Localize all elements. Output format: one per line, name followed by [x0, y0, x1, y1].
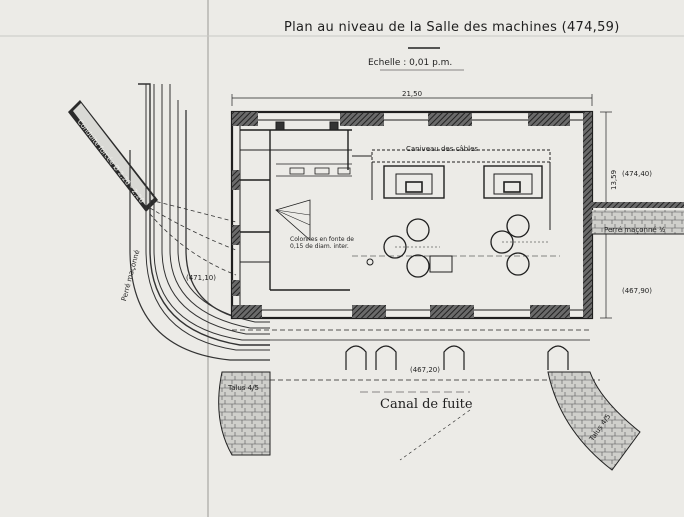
generator-foundation-right	[483, 165, 543, 199]
elev-left: (471,10)	[186, 274, 216, 282]
columns-note: Colonnes en fonte de 0,15 de diam. inter…	[290, 236, 354, 250]
right-retaining-wall	[592, 202, 684, 235]
elev-bottom: (467,20)	[410, 366, 440, 374]
scale-note: Echelle : 0,01 p.m.	[368, 58, 453, 68]
dimension-lines	[231, 94, 612, 381]
cable-duct	[352, 149, 551, 230]
cable-duct-label: Caniveau des câbles	[406, 145, 479, 153]
height-dim: 13,59	[610, 169, 618, 190]
interior-partitions	[240, 121, 352, 291]
elev-right: (467,90)	[622, 287, 652, 295]
total-width-dim: 21,50	[402, 90, 423, 98]
right-wall-label: Perré maçonné ½	[604, 226, 666, 234]
penstock-conduit	[68, 83, 270, 361]
plan-title: Plan au niveau de la Salle des machines …	[284, 20, 620, 35]
talus-right	[547, 371, 641, 471]
talus-left-label: Talus 4/5	[228, 384, 259, 392]
canal-label: Canal de fuite	[380, 397, 473, 412]
machine-hall-walls	[230, 110, 594, 320]
elev-top: (474,40)	[622, 170, 652, 178]
turbine-circles	[352, 214, 560, 278]
generator-foundation-left	[383, 165, 445, 199]
talus-left	[218, 371, 271, 456]
tailrace-arches	[270, 339, 590, 370]
